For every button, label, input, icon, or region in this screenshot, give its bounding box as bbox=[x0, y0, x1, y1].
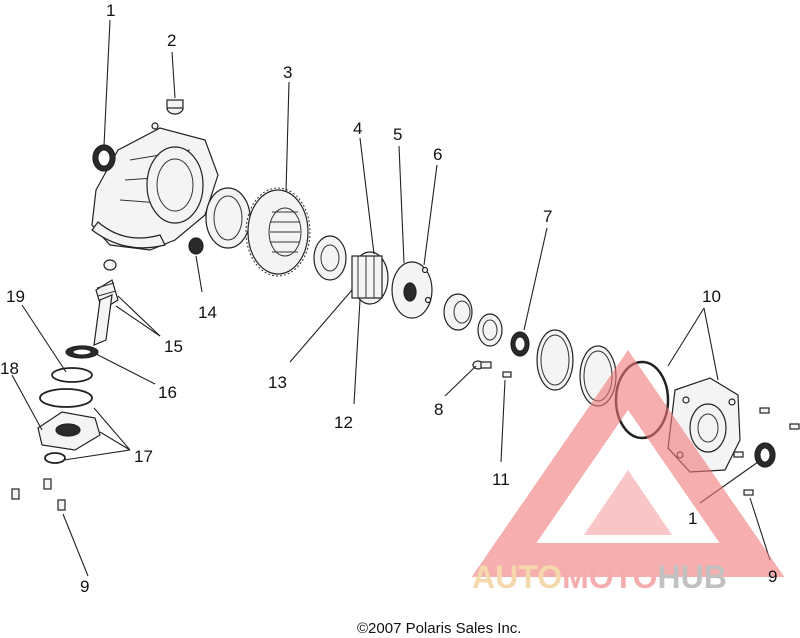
watermark-text: AUTOMOTOHUB bbox=[472, 559, 727, 595]
callout-6: 6 bbox=[433, 145, 442, 164]
seal-16 bbox=[65, 345, 99, 359]
callout-7: 7 bbox=[543, 207, 552, 226]
callout-9-left: 9 bbox=[80, 577, 89, 596]
watermark-logo: AUTOMOTOHUB bbox=[471, 350, 785, 595]
callout-19: 19 bbox=[6, 287, 25, 306]
callout-10: 10 bbox=[702, 287, 721, 306]
callout-16: 16 bbox=[158, 383, 177, 402]
ring-17 bbox=[44, 452, 66, 464]
leader-lines bbox=[11, 19, 771, 577]
plate-5-6 bbox=[391, 261, 433, 319]
callout-18: 18 bbox=[0, 359, 19, 378]
seal-1-left bbox=[92, 144, 116, 172]
callout-14: 14 bbox=[198, 303, 217, 322]
callout-13: 13 bbox=[268, 373, 287, 392]
o-ring-19 bbox=[39, 367, 93, 408]
pinion-shaft-15 bbox=[93, 259, 119, 346]
callout-15: 15 bbox=[164, 337, 183, 356]
watermark-hub: HUB bbox=[657, 559, 726, 595]
copyright-text: ©2007 Polaris Sales Inc. bbox=[357, 620, 522, 637]
callout-9-right: 9 bbox=[768, 567, 777, 586]
callout-8: 8 bbox=[434, 400, 443, 419]
callout-3: 3 bbox=[283, 63, 292, 82]
vent-plug-2 bbox=[166, 99, 184, 115]
ring-gear-3 bbox=[245, 187, 311, 277]
bolts-9-left bbox=[11, 478, 66, 511]
callout-4: 4 bbox=[353, 119, 362, 138]
watermark-auto: AUTO bbox=[472, 559, 562, 595]
callout-17: 17 bbox=[134, 447, 153, 466]
watermark-triangle bbox=[471, 350, 785, 577]
screw-8 bbox=[472, 360, 492, 370]
bolts-9-right bbox=[733, 407, 800, 496]
callout-12: 12 bbox=[334, 413, 353, 432]
callout-1-top: 1 bbox=[106, 1, 115, 20]
bearing-ring-left bbox=[205, 187, 251, 249]
watermark-moto: MOTO bbox=[562, 559, 657, 595]
seal-7 bbox=[510, 331, 530, 357]
hub-assembly bbox=[443, 293, 473, 331]
roll-cage-12 bbox=[351, 251, 389, 305]
washer bbox=[477, 313, 503, 347]
drain-plug-14 bbox=[188, 237, 204, 255]
callout-1-bottom: 1 bbox=[688, 509, 697, 528]
callout-5: 5 bbox=[393, 125, 402, 144]
retainer-18 bbox=[37, 411, 101, 451]
gearcase-housing bbox=[91, 122, 219, 251]
callout-11: 11 bbox=[492, 470, 510, 489]
seal-1-right bbox=[754, 442, 776, 468]
callout-2: 2 bbox=[167, 31, 176, 50]
pin-11 bbox=[502, 371, 512, 378]
callout-labels: 1 2 3 4 5 6 7 8 9 9 10 11 12 13 14 15 16… bbox=[0, 1, 777, 596]
bearing-13 bbox=[313, 235, 347, 281]
